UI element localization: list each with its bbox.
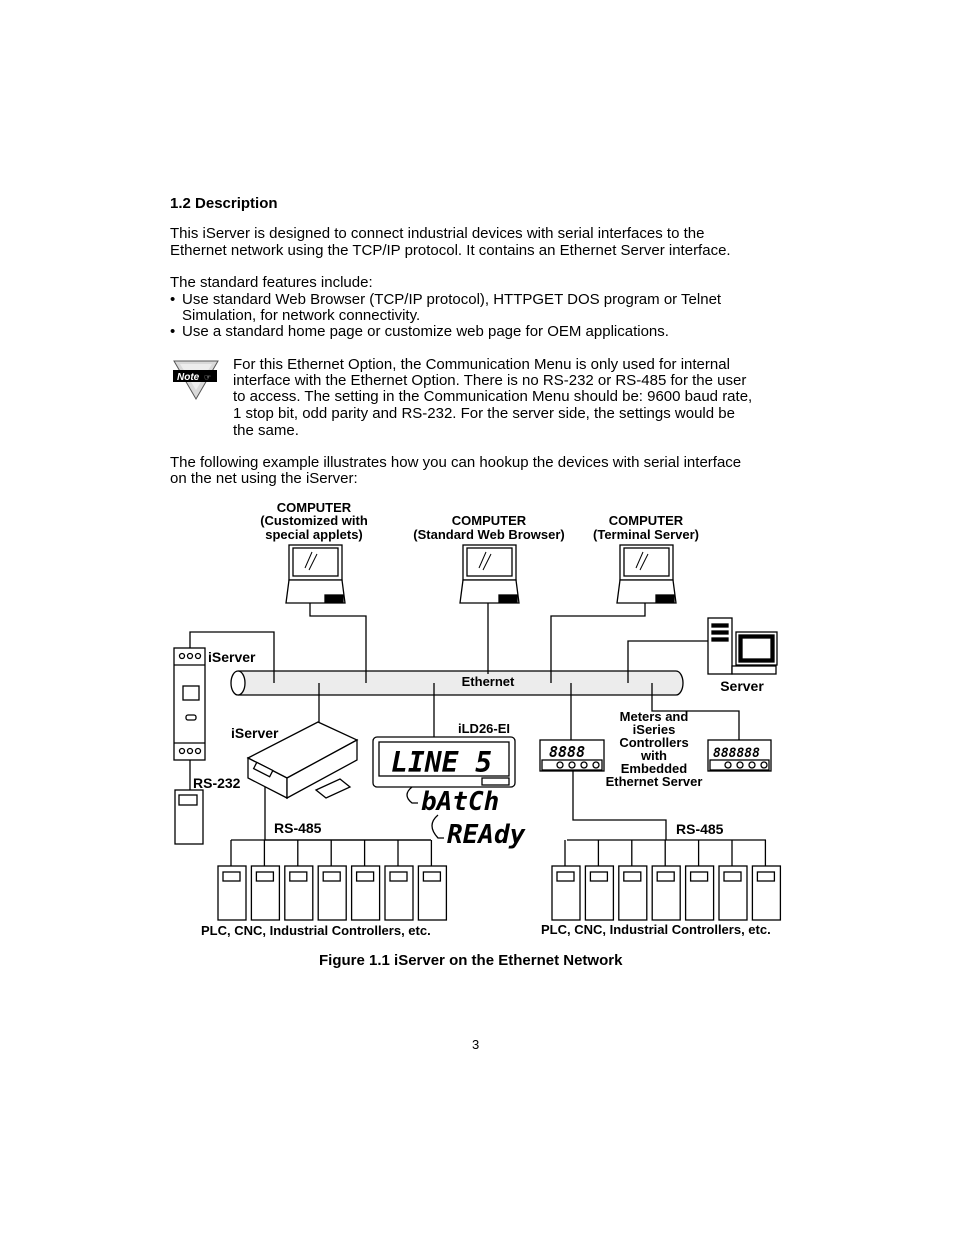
note-line-1: For this Ethernet Option, the Communicat… xyxy=(233,356,730,373)
bullet-2-marker: • xyxy=(170,323,176,340)
computer-1-label-3: special applets) xyxy=(265,527,363,542)
bullet-2-line-1: Use a standard home page or customize we… xyxy=(182,323,669,340)
rs485-right-label: RS-485 xyxy=(676,821,724,837)
plc-right-device-window-4 xyxy=(656,871,675,882)
note-line-4: 1 stop bit, odd parity and RS-232. For t… xyxy=(233,405,735,422)
meter-1 xyxy=(539,739,605,772)
iserver-box-label: iServer xyxy=(231,725,279,741)
rs232-label: RS-232 xyxy=(193,775,241,791)
plc-left-label: PLC, CNC, Industrial Controllers, etc. xyxy=(201,923,431,938)
svg-text:☞: ☞ xyxy=(204,373,211,382)
server-label: Server xyxy=(720,678,764,694)
meter-1-digits: 8888 xyxy=(549,743,585,761)
laptop-2 xyxy=(459,544,520,604)
example-line-1: The following example illustrates how yo… xyxy=(170,454,742,471)
rs485-left-label: RS-485 xyxy=(274,820,322,836)
plc-right-label: PLC, CNC, Industrial Controllers, etc. xyxy=(541,922,771,937)
meters-label-6: Ethernet Server xyxy=(606,774,703,789)
meters-label-2: iSeries xyxy=(633,722,676,737)
bullet-1-line-1: Use standard Web Browser (TCP/IP protoco… xyxy=(182,291,722,308)
bullet-1-line-2: Simulation, for network connectivity. xyxy=(182,307,421,324)
computer-2-label-1: COMPUTER xyxy=(452,513,527,528)
meters-label-4: with xyxy=(640,748,667,763)
plc-right-device-window-2 xyxy=(589,871,609,882)
plc-left-device-window-5 xyxy=(355,871,375,882)
ild26-label: iLD26-EI xyxy=(458,721,510,736)
computer-1-label-1: COMPUTER xyxy=(277,500,352,515)
meter-2 xyxy=(707,739,772,772)
laptop-3 xyxy=(616,544,677,604)
plc-right-device-window-1 xyxy=(556,871,575,882)
plc-right-device-window-3 xyxy=(623,871,642,882)
note-line-2: interface with the Ethernet Option. Ther… xyxy=(233,372,747,389)
laptop-1 xyxy=(285,544,346,604)
meters-label-5: Embedded xyxy=(621,761,688,776)
plc-left-device-window-6 xyxy=(389,871,408,882)
section-heading: 1.2 Description xyxy=(170,195,278,212)
example-line-2: on the net using the iServer: xyxy=(170,470,358,487)
ild26-display xyxy=(372,736,516,788)
display-ready: REAdy xyxy=(447,820,526,850)
display-line5: LINE 5 xyxy=(391,746,492,779)
plc-left-device-window-3 xyxy=(289,871,308,882)
iserver-din-unit xyxy=(173,647,206,761)
note-line-5: the same. xyxy=(233,422,299,439)
intro-line-1: This iServer is designed to connect indu… xyxy=(170,225,705,242)
figure-caption: Figure 1.1 iServer on the Ethernet Netwo… xyxy=(319,952,623,969)
computer-1-label-2: (Customized with xyxy=(260,513,368,528)
iserver-din-label: iServer xyxy=(208,649,256,665)
plc-left-device-window-4 xyxy=(322,871,341,882)
iserver-box xyxy=(246,721,359,800)
note-icon-label: Note xyxy=(177,372,200,383)
plc-left-device-window-1 xyxy=(222,871,241,882)
note-line-3: to access. The setting in the Communicat… xyxy=(233,388,753,405)
meters-label-3: Controllers xyxy=(619,735,688,750)
page-number: 3 xyxy=(472,1037,480,1052)
computer-2-label-2: (Standard Web Browser) xyxy=(413,527,564,542)
server-computer xyxy=(707,617,778,675)
meters-label-1: Meters and xyxy=(620,709,689,724)
plc-right-device-window-5 xyxy=(689,871,709,882)
ethernet-label: Ethernet xyxy=(462,674,515,689)
plc-left-device-window-7 xyxy=(422,871,442,882)
computer-3-label-1: COMPUTER xyxy=(609,513,684,528)
plc-right-device-window-6 xyxy=(723,871,742,882)
plc-right-device-window-7 xyxy=(756,871,776,882)
features-intro: The standard features include: xyxy=(170,274,373,291)
note-icon: Note ☞ xyxy=(173,360,219,400)
computer-3-label-2: (Terminal Server) xyxy=(593,527,699,542)
bullet-1-marker: • xyxy=(170,291,176,308)
plc-left-device-window-2 xyxy=(255,871,275,882)
intro-line-2: Ethernet network using the TCP/IP protoc… xyxy=(170,242,731,259)
meter-2-digits: 888888 xyxy=(713,746,760,761)
display-batch: bAtCh xyxy=(421,787,499,817)
